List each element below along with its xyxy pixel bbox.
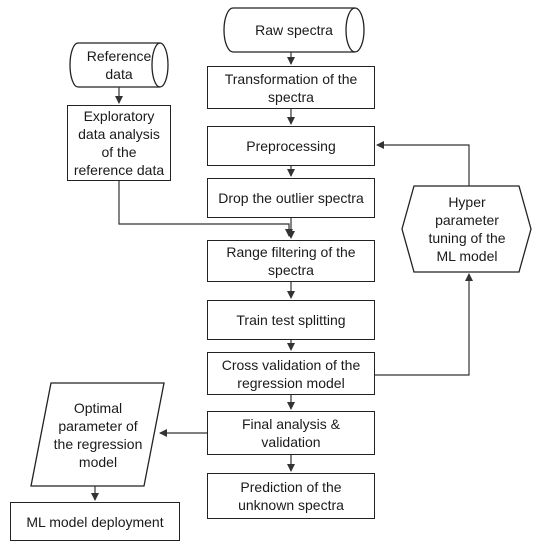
optimal-parameter-node: Optimal parameter of the regression mode… bbox=[53, 399, 143, 470]
ml-deployment-node: ML model deployment bbox=[10, 502, 180, 541]
hyper-parameter-node: Hyper parameter tuning of the ML model bbox=[428, 194, 506, 264]
transformation-node: Transformation of the spectra bbox=[207, 66, 375, 109]
arrow-hyper-to-preprocessing bbox=[376, 141, 470, 186]
range-filtering-node: Range filtering of the spectra bbox=[207, 240, 375, 282]
raw-spectra-shape bbox=[223, 7, 365, 53]
prediction-node: Prediction of the unknown spectra bbox=[207, 473, 375, 519]
hyper-parameter-shape bbox=[401, 185, 532, 273]
raw-spectra-node: Raw spectra bbox=[255, 22, 333, 38]
preprocessing-node: Preprocessing bbox=[207, 126, 375, 166]
exploratory-node: Exploratory data analysis of the referen… bbox=[67, 105, 171, 181]
final-analysis-node: Final analysis & validation bbox=[207, 411, 375, 455]
optimal-parameter-shape bbox=[30, 382, 165, 487]
cross-validation-node: Cross validation of the regression model bbox=[207, 352, 375, 395]
reference-data-shape bbox=[69, 42, 169, 88]
arrow-cross-to-hyper bbox=[375, 273, 473, 376]
drop-outliers-node: Drop the outlier spectra bbox=[207, 178, 375, 218]
reference-data-node: Reference data bbox=[86, 48, 152, 82]
arrow-exploratory-to-range bbox=[118, 181, 293, 237]
train-test-node: Train test splitting bbox=[207, 300, 375, 340]
